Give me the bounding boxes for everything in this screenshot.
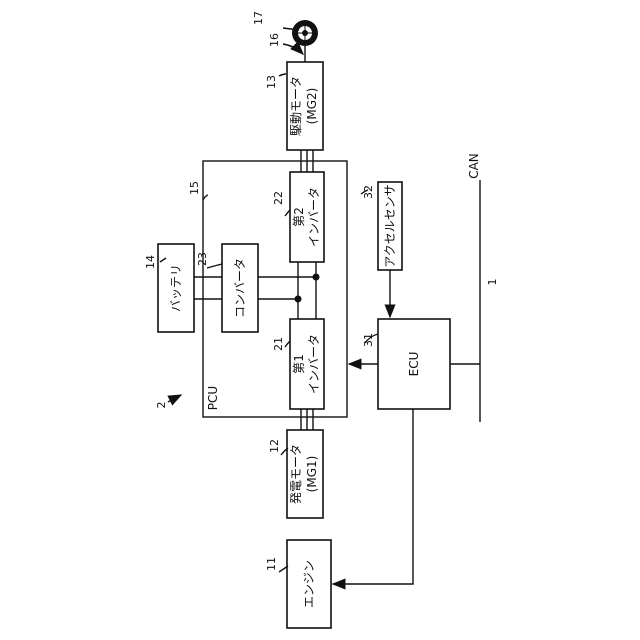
ref-31: 31 — [362, 333, 375, 347]
ecu-label: ECU — [407, 352, 421, 377]
ref-11: 11 — [265, 557, 278, 571]
inverter1-label: 第1 — [292, 354, 306, 374]
ref-16: 16 — [268, 33, 281, 47]
wheel — [292, 20, 318, 46]
ecu-to-engine-arrow — [333, 409, 413, 584]
ref-2: 2 — [155, 402, 168, 409]
generator-label: 発電モータ — [289, 444, 303, 504]
ref-14: 14 — [144, 255, 157, 269]
ref-32: 32 — [362, 185, 375, 199]
battery-converter-lines — [194, 277, 222, 299]
ref-21: 21 — [272, 337, 285, 351]
inverter2-sublabel: インバータ — [307, 187, 321, 247]
ref-13: 13 — [265, 75, 278, 89]
ref-12: 12 — [268, 439, 281, 453]
engine-label: エンジン — [302, 560, 316, 608]
pcu-label: PCU — [206, 386, 220, 410]
generator-sublabel: (MG1) — [305, 456, 319, 493]
ref-17: 17 — [252, 11, 265, 25]
accel-sensor-label: アクセルセンサ — [383, 184, 397, 267]
battery-label: バッテリ — [169, 264, 183, 312]
drive-motor-sublabel: (MG2) — [305, 88, 319, 125]
three-phase-lines-mg1 — [301, 409, 313, 430]
ref-15: 15 — [188, 181, 201, 195]
inverter2-label: 第2 — [292, 207, 306, 227]
bus-ref: 1 — [486, 279, 499, 286]
drive-motor-label: 駆動モータ — [289, 76, 303, 136]
converter-label: コンバータ — [233, 258, 247, 318]
dc-bus — [258, 262, 320, 319]
inverter1-sublabel: インバータ — [307, 334, 321, 394]
ref-22: 22 — [272, 191, 285, 205]
ref-23: 23 — [196, 252, 209, 266]
can-label: CAN — [467, 153, 481, 179]
